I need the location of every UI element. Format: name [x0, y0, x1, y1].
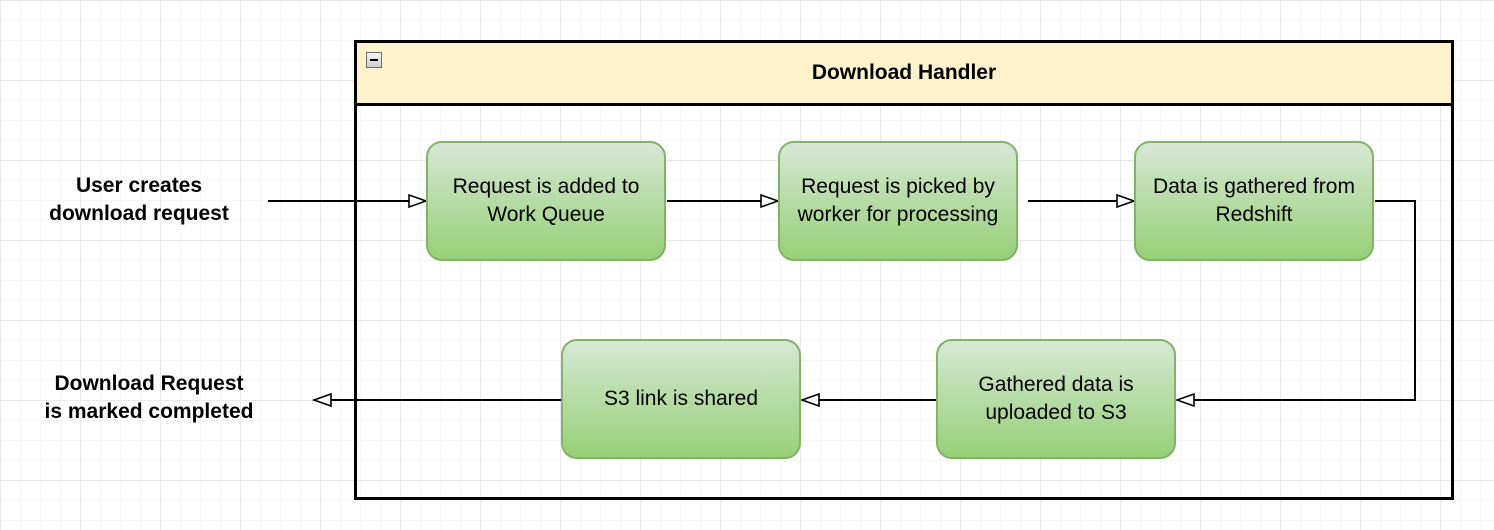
node-add-to-queue[interactable]: Request is added to Work Queue [426, 141, 666, 261]
node-gather-from-redshift[interactable]: Data is gathered from Redshift [1134, 141, 1374, 261]
edge-redshift-to-upload[interactable] [1174, 200, 1416, 408]
minus-icon [370, 59, 378, 61]
node-picked-by-worker[interactable]: Request is picked by worker for processi… [778, 141, 1018, 261]
end-label[interactable]: Download Request is marked completed [44, 372, 254, 423]
download-handler-container[interactable]: Download Handler [354, 40, 1454, 500]
collapse-icon[interactable] [366, 52, 382, 68]
container-header[interactable]: Download Handler [357, 43, 1451, 106]
start-label[interactable]: User creates download request [49, 174, 229, 225]
container-title: Download Handler [811, 61, 997, 84]
node-s3-link-shared[interactable]: S3 link is shared [561, 339, 801, 459]
node-upload-to-s3[interactable]: Gathered data is uploaded to S3 [936, 339, 1176, 459]
